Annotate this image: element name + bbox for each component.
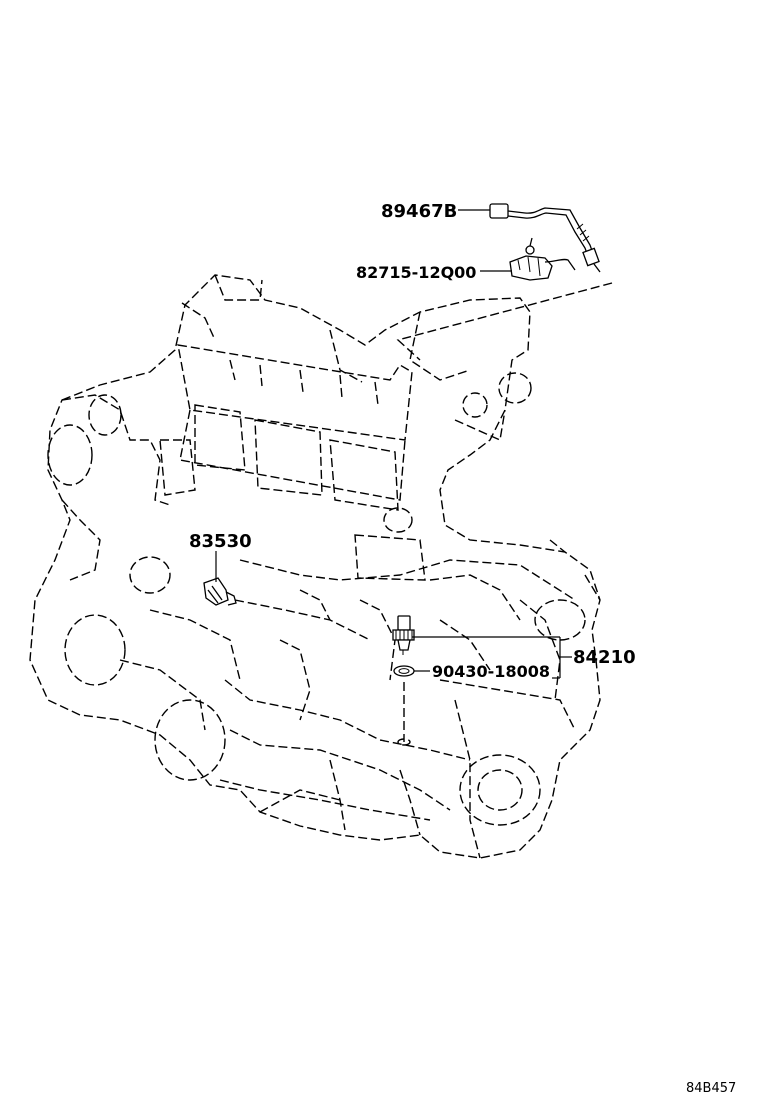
oxygen-sensor-part — [489, 203, 601, 273]
sensor-location-leader — [396, 282, 613, 361]
knock-sensor-part — [392, 615, 415, 655]
oil-pressure-switch-part — [203, 577, 237, 606]
callout-82715-12q00: 82715-12Q00 — [356, 263, 476, 282]
gasket-install-point — [397, 738, 411, 746]
callout-83530: 83530 — [189, 531, 252, 552]
engine-assembly-outline — [29, 274, 601, 859]
sensor-bracket-part — [509, 237, 576, 281]
gasket-part — [393, 665, 415, 677]
figure-reference-code: 84B457 — [686, 1081, 736, 1096]
callout-89467b: 89467B — [381, 201, 457, 222]
callout-84210: 84210 — [573, 647, 636, 668]
callout-90430-18008: 90430-18008 — [432, 662, 550, 681]
leader-lines — [215, 209, 572, 679]
